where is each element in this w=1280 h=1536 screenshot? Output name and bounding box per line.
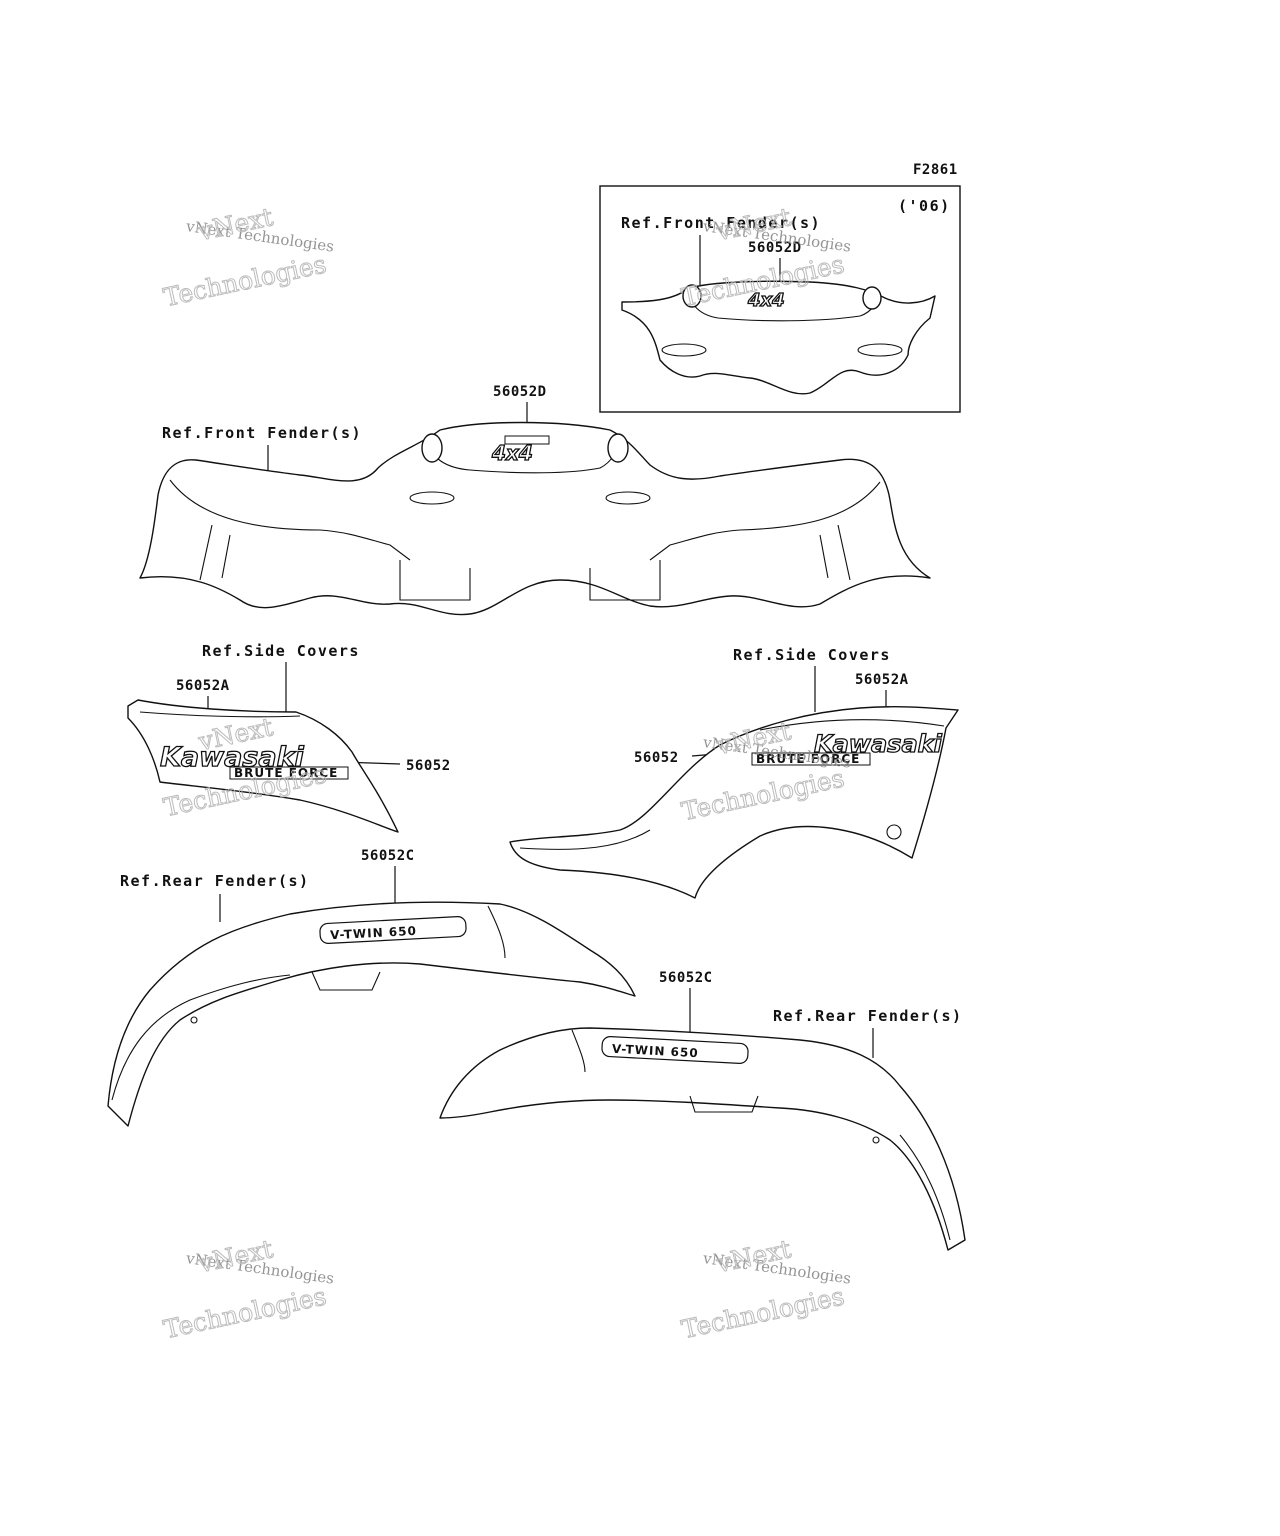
- side-right-seat-edge: [519, 829, 651, 850]
- rear-right-lower-edge: [899, 1134, 951, 1241]
- side-right-part-b: 56052: [634, 750, 679, 766]
- front-part-number: 56052D: [493, 384, 547, 400]
- inset-reflector-left: [661, 343, 707, 357]
- rear-fender-right-group: Ref.Rear Fender(s) 56052C V-TWIN 650: [439, 970, 966, 1251]
- side-left-part-a: 56052A: [176, 678, 230, 694]
- front-right-wheel-arch: [649, 481, 881, 561]
- rear-right-bolt: [872, 1136, 880, 1144]
- figure-code: F2861: [913, 162, 958, 178]
- front-ref-label: Ref.Front Fender(s): [162, 424, 362, 442]
- inset-decal-4x4: 4x4: [747, 290, 785, 311]
- rear-right-step: [571, 1029, 586, 1073]
- front-fender-group: Ref.Front Fender(s) 56052D 4x4: [139, 384, 931, 616]
- side-right-decal-sub-frame: [751, 752, 871, 766]
- side-cover-left: [127, 699, 399, 833]
- inset-reflector-right: [857, 343, 903, 357]
- rear-left-mount: [311, 971, 381, 991]
- front-fender: [139, 421, 931, 616]
- front-reflector-right: [605, 491, 651, 505]
- inset-light-right: [862, 286, 882, 310]
- watermark-big-2: Technologies: [161, 249, 329, 312]
- front-left-wheel-arch: [169, 479, 411, 561]
- side-right-ref-label: Ref.Side Covers: [733, 646, 891, 664]
- side-cover-left-group: Ref.Side Covers 56052A 56052 Kawasaki BR…: [127, 642, 451, 833]
- front-reflector-left: [409, 491, 455, 505]
- front-light-left: [421, 433, 443, 463]
- rear-left-bolt: [190, 1016, 198, 1024]
- front-lower-mounts: [399, 560, 661, 601]
- rear-left-ref-label: Ref.Rear Fender(s): [120, 872, 310, 890]
- rear-left-part-number: 56052C: [361, 848, 415, 864]
- side-right-top-edge: [759, 719, 945, 731]
- inset-ref-label: Ref.Front Fender(s): [621, 214, 821, 232]
- side-left-ref-label: Ref.Side Covers: [202, 642, 360, 660]
- side-left-top-edge: [139, 711, 301, 718]
- front-light-right: [607, 433, 629, 463]
- rear-right-decal: V-TWIN 650: [612, 1042, 699, 1061]
- watermark-big-2: Technologies: [679, 1281, 847, 1344]
- inset-part-number: 56052D: [748, 240, 802, 256]
- watermark-bottom-left: vNext Technologies vNext Technologies: [160, 1234, 335, 1345]
- rear-left-decal-frame: [319, 916, 467, 944]
- side-right-grommet: [886, 824, 902, 840]
- front-right-bracket: [819, 524, 851, 581]
- front-decal-tab: [504, 435, 550, 445]
- rear-fender-left: [107, 901, 636, 1127]
- rear-fender-right: [439, 1027, 966, 1251]
- side-left-decal-sub: BRUTE FORCE: [234, 766, 338, 780]
- front-left-bracket: [199, 524, 231, 581]
- side-right-decal-sub: BRUTE FORCE: [756, 752, 860, 766]
- rear-fender-left-group: Ref.Rear Fender(s) 56052C V-TWIN 650: [107, 848, 636, 1127]
- watermark-top-left: vNext Technologies vNext Technologies: [160, 202, 335, 313]
- side-left-part-b: 56052: [406, 758, 451, 774]
- rear-right-part-number: 56052C: [659, 970, 713, 986]
- rear-left-lower-edge: [111, 974, 291, 1101]
- rear-right-mount: [689, 1095, 759, 1113]
- rear-left-step: [487, 905, 506, 959]
- watermark-big-2: Technologies: [161, 1281, 329, 1344]
- side-cover-right-group: Ref.Side Covers 56052A 56052 Kawasaki BR…: [509, 646, 959, 899]
- rear-right-ref-label: Ref.Rear Fender(s): [773, 1007, 963, 1025]
- side-left-decal-sub-frame: [229, 766, 349, 780]
- side-right-decal-kawasaki: Kawasaki: [814, 730, 943, 758]
- front-decal-4x4: 4x4: [491, 441, 533, 465]
- inset-light-left: [682, 284, 702, 308]
- inset-06-front-fender: ('06) Ref.Front Fender(s) 56052D 4x4: [599, 185, 961, 413]
- side-right-part-a: 56052A: [855, 672, 909, 688]
- rear-right-decal-frame: [601, 1036, 749, 1064]
- inset-front-fender: [621, 280, 936, 395]
- watermark-bottom-right: vNext Technologies vNext Technologies: [678, 1234, 852, 1345]
- inset-year-tag: ('06): [898, 197, 951, 215]
- rear-left-decal: V-TWIN 650: [330, 924, 417, 943]
